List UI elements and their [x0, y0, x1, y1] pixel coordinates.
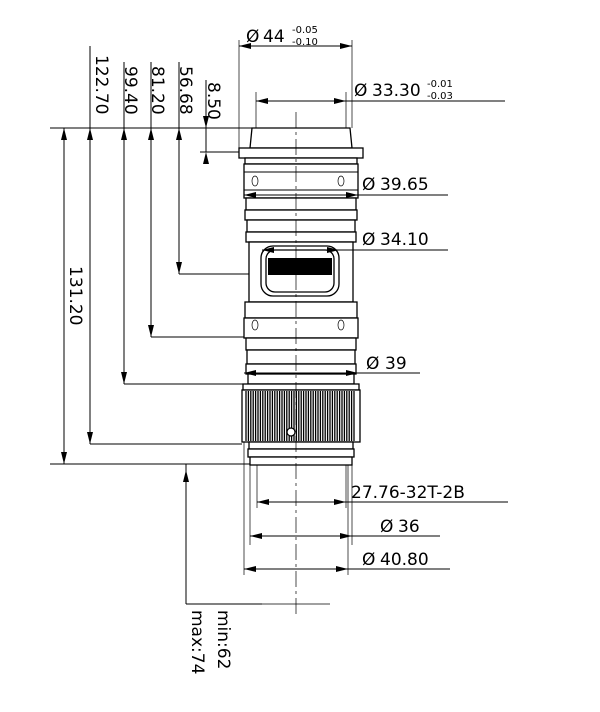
vertical-dimensions: 122.70 99.40 81.20 56.68 8.50 131.20 min…: [50, 46, 262, 674]
dimension-thread: 27.76-32T-2B: [256, 465, 508, 508]
label-13120: 131.20: [65, 266, 85, 325]
d4080-value: 40.80: [380, 550, 429, 570]
label-5668: 56.68: [175, 66, 195, 115]
d3965-value: 39.65: [380, 175, 429, 195]
d36-value: 36: [398, 517, 420, 537]
d3330-symbol: Ø: [354, 81, 367, 101]
d39-symbol: Ø: [366, 354, 379, 374]
label-12270: 122.70: [91, 55, 111, 114]
label-9940: 99.40: [120, 66, 140, 115]
dimension-d3410: Ø 34.10: [262, 230, 448, 253]
label-min: min:62: [213, 610, 233, 669]
d44-symbol: Ø: [246, 27, 259, 47]
label-max: max:74: [187, 610, 207, 674]
d36-symbol: Ø: [380, 517, 393, 537]
d3410-value: 34.10: [380, 230, 429, 250]
d3330-tol-upper: -0.01: [427, 79, 453, 90]
d44-tol-lower: -0.10: [292, 37, 318, 48]
d3330-tol-lower: -0.03: [427, 91, 453, 102]
dimension-d36: Ø 36: [249, 465, 440, 545]
d3330-value: 33.30: [372, 81, 421, 101]
dimension-d44: Ø 44 -0.05 -0.10: [238, 25, 353, 148]
d44-tol-upper: -0.05: [292, 25, 318, 36]
d39-value: 39: [385, 354, 407, 374]
label-850: 8.50: [203, 82, 223, 120]
knurl-hatching: [245, 391, 355, 441]
d3965-symbol: Ø: [362, 175, 375, 195]
thread-label: 27.76-32T-2B: [351, 483, 465, 503]
d3410-symbol: Ø: [362, 230, 375, 250]
d4080-symbol: Ø: [362, 550, 375, 570]
d44-value: 44: [263, 27, 285, 47]
connector-body: [238, 112, 364, 615]
label-8120: 81.20: [147, 66, 167, 115]
dimension-d3965: Ø 39.65: [244, 175, 448, 198]
dimension-d3330: Ø 33.30 -0.01 -0.03: [255, 79, 505, 128]
dimension-d39: Ø 39: [244, 354, 420, 376]
